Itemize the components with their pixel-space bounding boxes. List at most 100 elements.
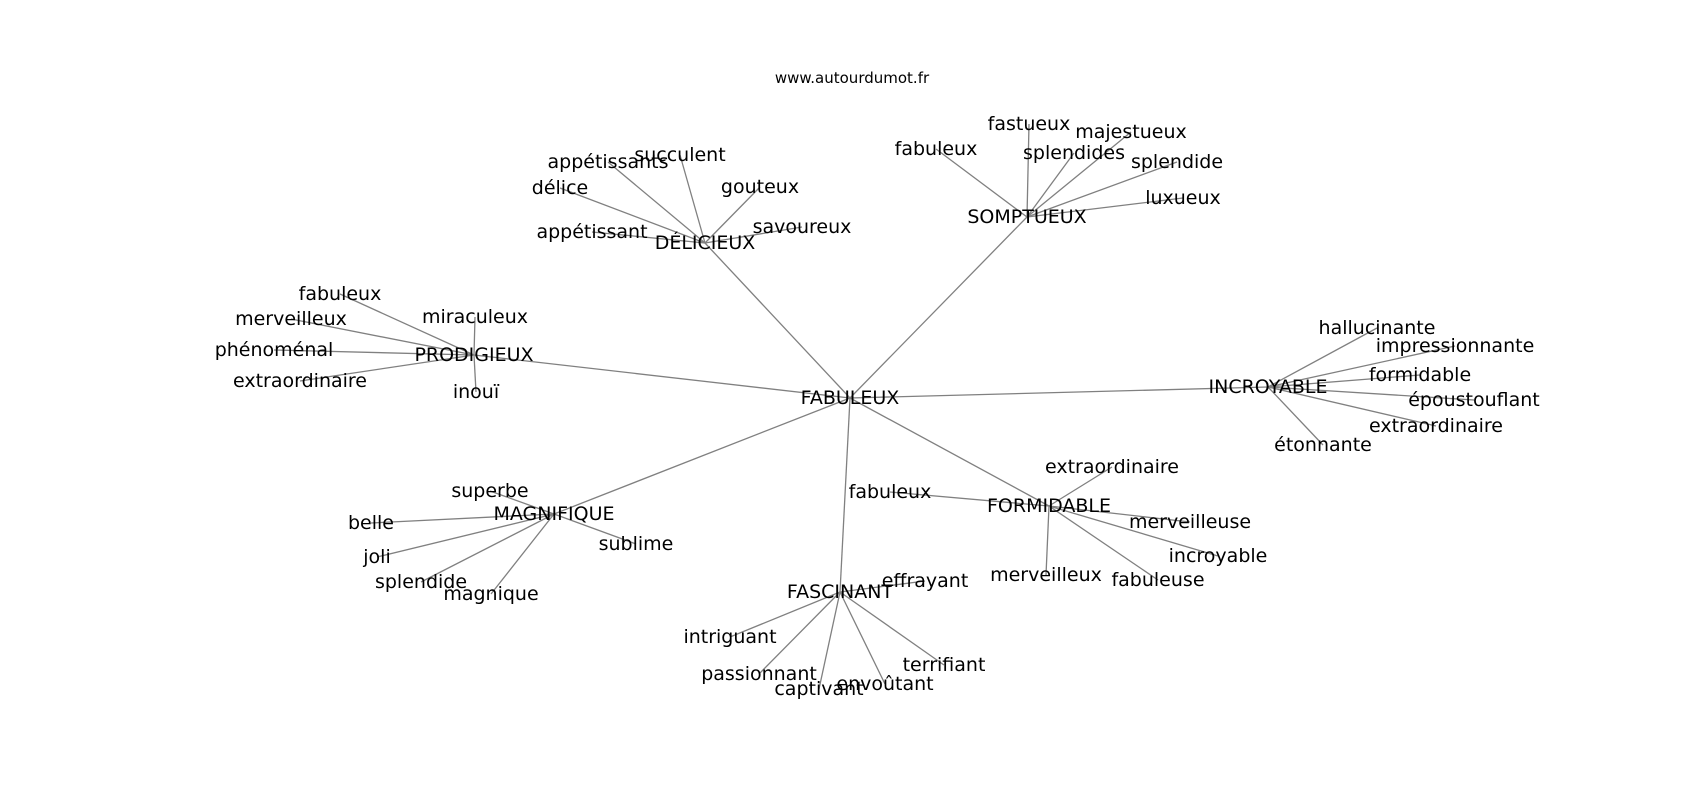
leaf-word-label: hallucinante	[1319, 317, 1436, 339]
leaf-word-label: succulent	[634, 144, 725, 166]
leaf-word-label: fabuleux	[895, 138, 978, 160]
edge-hub-to-leaf	[704, 186, 761, 244]
edge-hub-to-leaf	[370, 513, 555, 524]
hub-word-label: SOMPTUEUX	[967, 206, 1086, 228]
leaf-word-label: envoûtant	[836, 673, 933, 695]
leaf-word-label: intriguant	[683, 626, 776, 648]
leaf-word-label: extraordinaire	[1369, 415, 1503, 437]
leaf-word-label: magnique	[443, 583, 538, 605]
edge-hub-to-leaf	[290, 318, 475, 356]
leaf-word-label: gouteux	[721, 176, 799, 198]
leaf-word-label: fastueux	[988, 113, 1071, 135]
leaf-word-label: splendide	[1131, 151, 1223, 173]
edge-hub-to-leaf	[704, 226, 803, 244]
edge-hub-to-leaf	[1045, 505, 1050, 576]
leaf-word-label: majestueux	[1075, 121, 1187, 143]
hub-word-label: MAGNIFIQUE	[494, 503, 615, 525]
edge-hub-to-leaf	[1267, 386, 1475, 401]
edge-hub-to-leaf	[1267, 345, 1456, 388]
hub-word-label: DÉLICIEUX	[655, 231, 756, 254]
edge-hub-to-leaf	[839, 591, 886, 685]
edge-hub-to-leaf	[273, 349, 475, 356]
edge-hub-to-leaf	[420, 513, 555, 583]
leaf-word-label: captivant	[774, 678, 863, 700]
edge-hub-to-leaf	[1026, 123, 1030, 218]
leaf-word-label: appétissant	[536, 221, 647, 243]
leaf-word-label: sublime	[599, 533, 674, 555]
edge-hub-to-leaf	[489, 490, 555, 515]
edge-root-to-hub	[553, 397, 851, 515]
site-watermark: www.autourdumot.fr	[775, 69, 930, 87]
hub-word-label: PRODIGIEUX	[414, 344, 533, 366]
leaf-word-label: splendides	[1023, 142, 1125, 164]
leaf-word-label: fabuleuse	[1111, 569, 1204, 591]
leaf-word-label: incroyable	[1169, 545, 1268, 567]
edge-hub-to-leaf	[1026, 161, 1178, 218]
leaf-word-label: merveilleuse	[1129, 511, 1251, 533]
edge-root-to-hub	[849, 216, 1028, 399]
leaf-word-label: merveilleux	[235, 308, 347, 330]
leaf-word-label: splendide	[375, 571, 467, 593]
edge-hub-to-leaf	[559, 187, 706, 244]
edge-hub-to-leaf	[607, 161, 706, 244]
edge-hub-to-leaf	[679, 154, 706, 244]
leaf-word-label: miraculeux	[422, 306, 528, 328]
leaf-word-label: époustouflant	[1408, 389, 1540, 411]
edge-root-to-hub	[704, 242, 851, 399]
edge-hub-to-leaf	[839, 580, 926, 593]
leaf-word-label: luxueux	[1145, 187, 1221, 209]
leaf-word-label: étonnante	[1274, 434, 1372, 456]
edge-hub-to-leaf	[1048, 466, 1113, 507]
edges-layer	[273, 123, 1475, 690]
edge-hub-to-leaf	[490, 513, 555, 595]
leaf-word-label: extraordinaire	[233, 370, 367, 392]
leaf-word-label: terrifiant	[903, 654, 986, 676]
leaf-word-label: savoureux	[753, 216, 852, 238]
edge-hub-to-leaf	[1026, 131, 1132, 218]
edge-root-to-hub	[839, 397, 851, 593]
leaf-word-label: impressionnante	[1376, 335, 1535, 357]
edge-hub-to-leaf	[1026, 152, 1075, 218]
leaf-word-label: fabuleux	[849, 481, 932, 503]
leaf-word-label: passionnant	[701, 663, 817, 685]
edge-hub-to-leaf	[1267, 374, 1421, 388]
hub-word-label: INCROYABLE	[1209, 376, 1328, 398]
edge-hub-to-leaf	[1048, 505, 1159, 581]
edge-hub-to-leaf	[473, 316, 476, 356]
edge-hub-to-leaf	[889, 491, 1050, 507]
edge-root-to-hub	[849, 397, 1050, 507]
edge-hub-to-leaf	[299, 354, 475, 382]
leaf-word-label: appétissants	[547, 151, 668, 173]
edge-hub-to-leaf	[818, 591, 841, 690]
leaf-word-label: formidable	[1369, 364, 1471, 386]
edge-hub-to-leaf	[935, 148, 1028, 218]
edge-hub-to-leaf	[553, 513, 637, 545]
edge-hub-to-leaf	[473, 354, 477, 393]
edge-hub-to-leaf	[339, 293, 475, 356]
edge-hub-to-leaf	[1048, 505, 1219, 557]
edge-hub-to-leaf	[1026, 197, 1184, 218]
edge-hub-to-leaf	[729, 591, 841, 638]
leaf-word-label: inouï	[453, 381, 500, 403]
labels-layer: www.autourdumot.fr FABULEUXDÉLICIEUXappé…	[215, 69, 1540, 700]
edge-hub-to-leaf	[1267, 386, 1437, 427]
leaf-word-label: joli	[362, 546, 390, 568]
leaf-word-label: superbe	[451, 480, 528, 502]
edge-hub-to-leaf	[758, 591, 841, 675]
leaf-word-label: effrayant	[882, 570, 969, 592]
edge-hub-to-leaf	[1048, 505, 1191, 523]
hub-word-label: FASCINANT	[787, 581, 894, 603]
hub-word-label: FORMIDABLE	[987, 495, 1111, 517]
leaf-word-label: extraordinaire	[1045, 456, 1179, 478]
edge-hub-to-leaf	[591, 231, 706, 244]
leaf-word-label: belle	[348, 512, 394, 534]
edge-root-to-hub	[849, 386, 1269, 399]
edge-root-to-hub	[473, 354, 851, 399]
leaf-word-label: fabuleux	[299, 283, 382, 305]
leaf-word-label: merveilleux	[990, 564, 1102, 586]
edge-hub-to-leaf	[376, 513, 555, 558]
edge-hub-to-leaf	[1267, 327, 1378, 388]
edge-hub-to-leaf	[839, 591, 945, 666]
edge-hub-to-leaf	[1267, 386, 1324, 446]
